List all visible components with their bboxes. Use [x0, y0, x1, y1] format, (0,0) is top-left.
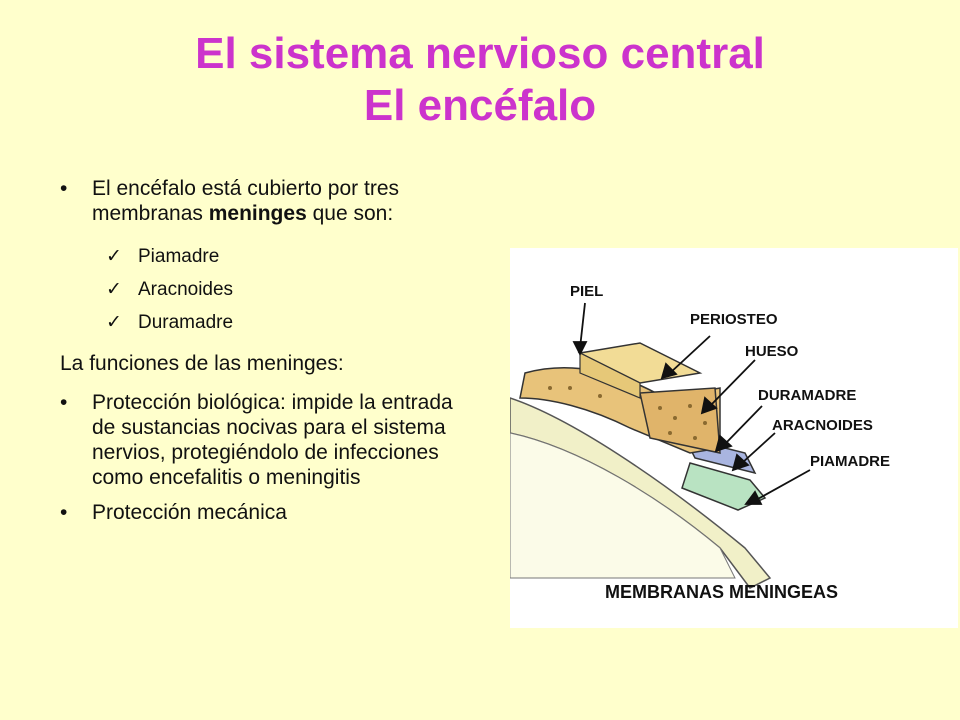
meninges-illustration: PIEL PERIOSTEO HUESO DURAMADRE ARACNOIDE…: [510, 283, 890, 602]
bullet3-text: Protección mecánica: [92, 501, 287, 524]
bullet-mechanical-protection: • Protección mecánica: [60, 500, 480, 525]
bullet1-prefix: El encéfalo está cubierto por tres membr…: [92, 177, 400, 225]
bone-block-front: [639, 387, 721, 454]
list-item: ✓ Aracnoides: [106, 273, 480, 306]
skin-block-front: [579, 352, 641, 399]
bullet-dot-icon: •: [60, 501, 68, 524]
bullet-meninges: • El encéfalo está cubierto por tres mem…: [60, 176, 480, 226]
checkmark-icon: ✓: [106, 246, 122, 267]
bullet2-text: Protección biológica: impide la entrada …: [92, 391, 453, 489]
bullet1-suffix: que son:: [306, 202, 394, 225]
label-aracnoides: ARACNOIDES: [772, 417, 873, 434]
membrane-label: Piamadre: [138, 246, 220, 267]
label-piamadre: PIAMADRE: [810, 453, 890, 470]
label-hueso: HUESO: [745, 343, 799, 360]
functions-heading: La funciones de las meninges:: [60, 352, 344, 375]
slide-title: El sistema nervioso central El encéfalo: [0, 28, 960, 132]
list-item: ✓ Duramadre: [106, 306, 480, 339]
slide-content: • El encéfalo está cubierto por tres mem…: [60, 176, 480, 535]
bullet-dot-icon: •: [60, 391, 68, 414]
title-line-2: El encéfalo: [363, 81, 597, 130]
label-arrows: [572, 302, 811, 505]
membrane-list: ✓ Piamadre ✓ Aracnoides ✓ Duramadre: [106, 240, 480, 339]
label-duramadre: DURAMADRE: [758, 387, 856, 404]
bullet1-bold: meninges: [208, 202, 307, 225]
checkmark-icon: ✓: [106, 312, 122, 333]
meninges-diagram: PIEL PERIOSTEO HUESO DURAMADRE ARACNOIDE…: [510, 248, 958, 628]
checkmark-icon: ✓: [106, 279, 122, 300]
membrane-label: Aracnoides: [138, 279, 234, 300]
title-line-1: El sistema nervioso central: [195, 29, 765, 78]
bone-texture: [548, 386, 707, 440]
label-periosteo: PERIOSTEO: [690, 311, 778, 328]
bullet-biological-protection: • Protección biológica: impide la entrad…: [60, 390, 480, 490]
brain-fold: [510, 432, 736, 579]
label-piel: PIEL: [570, 283, 603, 300]
bullet-dot-icon: •: [60, 177, 68, 200]
membrane-label: Duramadre: [138, 312, 234, 333]
figure-caption: MEMBRANAS MENINGEAS: [605, 582, 838, 602]
list-item: ✓ Piamadre: [106, 240, 480, 273]
